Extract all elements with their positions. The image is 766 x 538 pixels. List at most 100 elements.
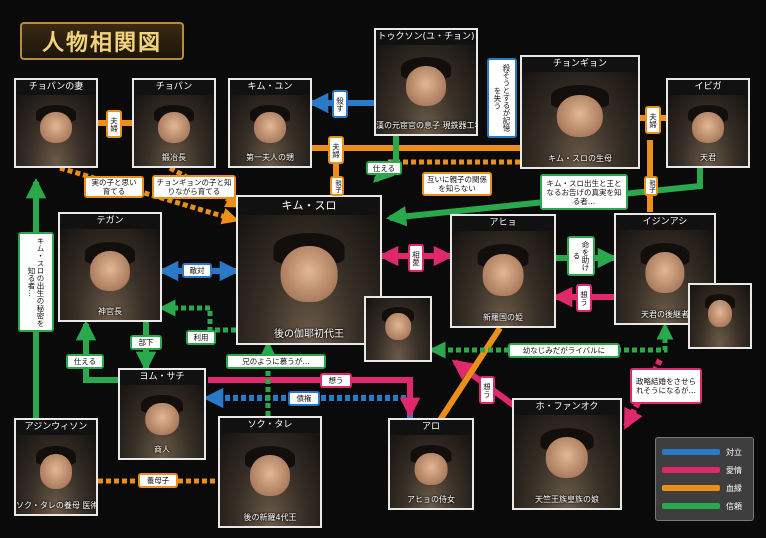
legend: 対立 愛情 血縁 信頼 (655, 437, 754, 521)
relation-label-buka: 部下 (130, 335, 162, 350)
character-portrait (238, 215, 380, 343)
character-name: キム・スロ (238, 197, 380, 216)
relation-label-omou3: 想う (479, 376, 495, 404)
character-card-ijinashi[interactable]: イジンアシ 天君の後継者 (614, 213, 716, 325)
character-portrait (230, 95, 310, 166)
character-name: アヒョ (452, 216, 554, 232)
character-role: 新羅国の姫 (483, 313, 523, 322)
relation-label-fuufu2: 夫婦 (328, 136, 344, 164)
character-name: ヨム・サチ (120, 370, 204, 386)
relation-label-saiken: 債権 (288, 391, 320, 406)
line-jitsuko (59, 165, 240, 225)
relation-label-inochi: 命を助ける (567, 236, 595, 276)
relation-label-shussei: キム・スロ出生と王となるお告げの真実を知る者… (540, 174, 628, 210)
legend-label: 愛情 (726, 465, 742, 475)
character-card-kim-yun[interactable]: キム・ユン 第一夫人の甥 (228, 78, 312, 168)
line-aro-ahyo (437, 326, 503, 422)
character-name: チョンギョン (522, 57, 638, 73)
character-name: チョパンの妻 (16, 80, 96, 96)
character-portrait (16, 95, 96, 166)
character-name: アジンウィソン (16, 420, 96, 436)
character-card-chopan-wife[interactable]: チョパンの妻 (14, 78, 98, 168)
relation-label-fuufu3: 夫婦 (645, 106, 661, 134)
character-name: ホ・ファンオク (514, 400, 620, 416)
relation-label-ani: 兄のように慕うが… (226, 354, 326, 369)
character-name: ソク・タレ (220, 418, 320, 434)
character-role: 鍛冶長 (162, 153, 186, 162)
character-card-extra-1[interactable] (364, 296, 432, 362)
character-portrait (220, 433, 320, 526)
character-portrait (690, 285, 750, 347)
relation-label-fuufu1: 夫婦 (106, 110, 122, 138)
legend-swatch-orange (662, 485, 720, 491)
character-name: イビガ (668, 80, 748, 96)
relation-label-tsukaeru1: 仕える (366, 161, 402, 175)
relation-label-shirinagara: チョンギョンの子と知りながら育てる (152, 175, 236, 199)
relation-label-riyou: 利用 (186, 330, 216, 345)
character-role: 商人 (154, 445, 170, 454)
character-name: アロ (390, 420, 472, 436)
legend-label: 対立 (726, 447, 742, 457)
character-role: 漢の元宦官の息子 現鉄器工場主 (376, 121, 476, 130)
character-card-yom-sachi[interactable]: ヨム・サチ 商人 (118, 368, 206, 460)
character-card-chongiyon[interactable]: チョンギョン キム・スロの生母 (520, 55, 640, 169)
relation-label-jitsuko: 実の子と思い育てる (84, 176, 144, 198)
character-name: キム・ユン (230, 80, 310, 96)
line-yomsachi-aro (208, 377, 421, 419)
character-portrait (452, 231, 554, 326)
relation-label-korosou: 殺そうとするが記憶を失う (487, 58, 517, 138)
character-name: トゥクソン(ユ・チョン) (376, 30, 476, 46)
legend-swatch-pink (662, 467, 720, 473)
character-portrait (16, 435, 96, 514)
character-card-tokuson[interactable]: トゥクソン(ユ・チョン) 漢の元宦官の息子 現鉄器工場主 (374, 28, 478, 136)
character-portrait (366, 298, 430, 360)
character-role: ソク・タレの養母 医術に優れる (16, 501, 98, 510)
relation-label-korosu: 殺す (332, 90, 348, 118)
character-card-extra-2[interactable] (688, 283, 752, 349)
character-name: イジンアシ (616, 215, 714, 231)
line-osananajimi (428, 322, 674, 359)
relation-label-seiryaku: 政略結婚をさせられそうになるが… (630, 368, 702, 404)
character-card-aro[interactable]: アロ アヒョの侍女 (388, 418, 474, 510)
character-portrait (668, 95, 748, 166)
character-portrait (390, 435, 472, 508)
character-portrait (120, 385, 204, 458)
character-portrait (60, 229, 160, 320)
character-card-chopan[interactable]: チョパン 鍛冶長 (132, 78, 216, 168)
chart-title: 人物相関図 (20, 22, 184, 60)
character-role: 後の伽耶初代王 (274, 329, 344, 340)
legend-item: 対立 (662, 443, 747, 461)
character-card-tegan[interactable]: テガン 神官長 (58, 212, 162, 322)
character-name: チョパン (134, 80, 214, 96)
legend-item: 信頼 (662, 497, 747, 515)
character-portrait (522, 72, 638, 167)
character-role: キム・スロの生母 (548, 154, 612, 163)
character-role: 天君 (700, 153, 716, 162)
character-portrait (616, 230, 714, 323)
character-card-ho-fanok[interactable]: ホ・ファンオク 天竺王族皇族の娘 (512, 398, 622, 510)
legend-swatch-blue (662, 449, 720, 455)
relation-label-oyako2: 親子 (644, 176, 658, 196)
character-card-kim-suro[interactable]: キム・スロ 後の伽耶初代王 (236, 195, 382, 345)
relation-label-omou2: 想う (320, 373, 352, 388)
relation-label-soai: 相愛 (408, 244, 424, 272)
character-card-sok-tare[interactable]: ソク・タレ 後の新羅4代王 (218, 416, 322, 528)
character-role: 第一夫人の甥 (246, 153, 294, 162)
character-card-ahyo[interactable]: アヒョ 新羅国の姫 (450, 214, 556, 328)
relation-label-tagai: 互いに親子の関係を知らない (422, 172, 492, 196)
relation-label-tekitai: 敵対 (182, 263, 212, 278)
relation-label-omou1: 想う (576, 284, 592, 312)
line-riyou (158, 299, 236, 333)
character-portrait (134, 95, 214, 166)
character-card-ajinwison[interactable]: アジンウィソン ソク・タレの養母 医術に優れる (14, 418, 98, 516)
legend-label: 信頼 (726, 501, 742, 511)
line-tsukaeru2 (75, 319, 124, 383)
relation-label-himitsu: キム・スロの出生の秘密を知る者… (18, 232, 54, 332)
character-name: テガン (60, 214, 160, 230)
character-role: 後の新羅4代王 (243, 513, 297, 522)
character-role: 天竺王族皇族の娘 (535, 495, 599, 504)
character-card-ibiga[interactable]: イビガ 天君 (666, 78, 750, 168)
relation-label-osananajimi: 幼なじみだがライバルに (508, 343, 620, 358)
character-role: 天君の後継者 (641, 310, 689, 319)
